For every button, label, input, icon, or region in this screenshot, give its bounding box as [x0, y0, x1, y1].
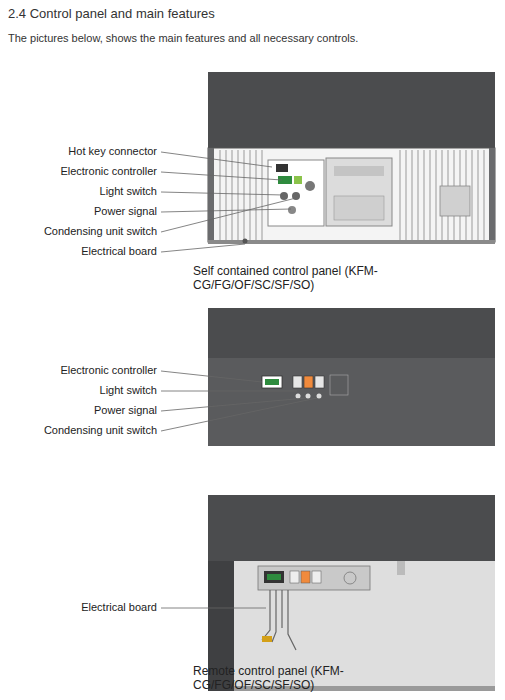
part-label: Condensing unit switch — [44, 225, 157, 238]
part-label: Power signal — [94, 205, 157, 218]
part-label: Light switch — [100, 185, 157, 198]
remote-unit — [208, 495, 495, 691]
self-contained-unit — [208, 72, 495, 244]
part-label: Electronic controller — [60, 364, 157, 377]
part-label: Light switch — [100, 384, 157, 397]
part-label: Condensing unit switch — [44, 424, 157, 437]
intro-text: The pictures below, shows the main featu… — [8, 32, 358, 45]
part-label: Electronic controller — [60, 165, 157, 178]
part-label: Hot key connector — [68, 145, 157, 158]
figure-caption: Self contained control panel (KFM-CG/FG/… — [193, 264, 393, 293]
leader-lines — [161, 371, 317, 431]
leader-lines — [161, 152, 296, 252]
part-label: Electrical board — [81, 601, 157, 614]
controls-closeup — [208, 308, 495, 446]
part-label: Power signal — [94, 404, 157, 417]
figure-caption: Remote control panel (KFM-CG/FG/OF/SC/SF… — [193, 664, 393, 693]
leader-lines — [161, 608, 266, 609]
section-heading: 2.4 Control panel and main features — [8, 6, 215, 22]
part-label: Electrical board — [81, 245, 157, 258]
